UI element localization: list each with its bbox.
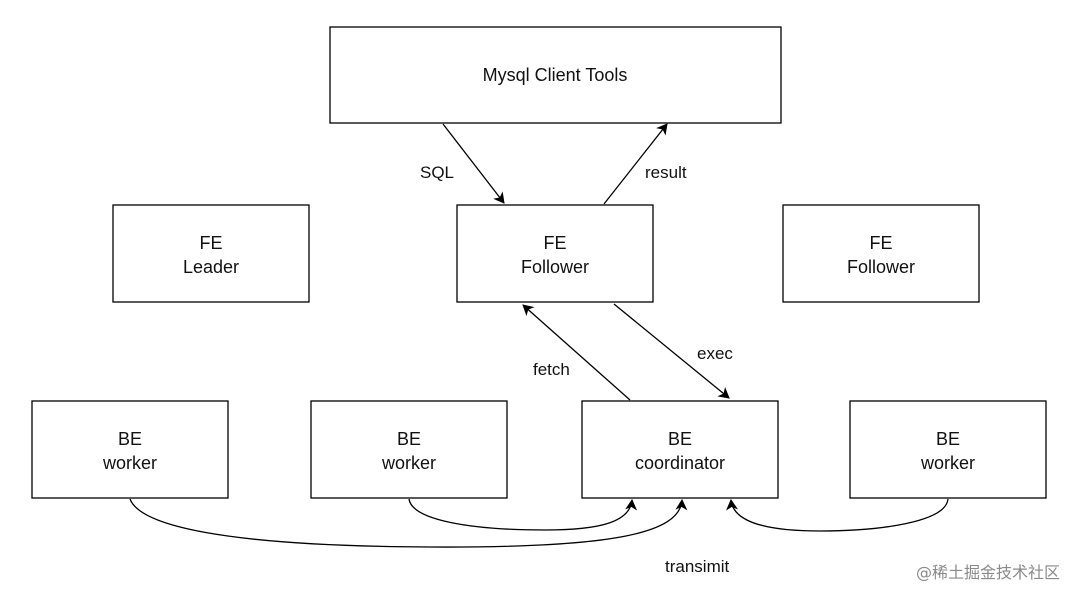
node-fe-follower-main: FE Follower: [456, 204, 654, 303]
edge-sql: SQL: [420, 123, 505, 204]
node-label-line2: worker: [920, 453, 975, 473]
node-label: Mysql Client Tools: [483, 65, 628, 85]
edge-fetch: fetch: [522, 304, 631, 401]
node-label-line1: FE: [543, 233, 566, 253]
node-label-line2: Follower: [521, 257, 589, 277]
edge-fetch-label: fetch: [533, 360, 570, 379]
edge-sql-label: SQL: [420, 163, 454, 182]
edge-exec-label: exec: [697, 344, 733, 363]
edge-transmit-worker-1: [129, 498, 688, 548]
transmit-label: transimit: [665, 557, 730, 576]
node-fe-follower-right: FE Follower: [782, 204, 980, 303]
edge-fetch-line: [522, 304, 631, 401]
edge-result-line: [603, 123, 668, 205]
node-label-line2: worker: [102, 453, 157, 473]
edge-exec-line: [613, 303, 730, 399]
node-label-line2: coordinator: [635, 453, 725, 473]
node-label-line2: Leader: [183, 257, 239, 277]
node-label-line1: BE: [397, 429, 421, 449]
node-label-line1: FE: [869, 233, 892, 253]
watermark: @稀土掘金技术社区: [916, 563, 1060, 582]
node-be-worker-2: BE worker: [310, 400, 508, 499]
node-fe-leader: FE Leader: [112, 204, 310, 303]
edge-result-label: result: [645, 163, 687, 182]
node-mysql-client-tools: Mysql Client Tools: [329, 26, 782, 124]
node-be-worker-3: BE worker: [849, 400, 1047, 499]
node-label-line2: Follower: [847, 257, 915, 277]
edge-exec: exec: [613, 303, 733, 399]
edge-sql-line: [442, 123, 505, 204]
node-label-line1: FE: [199, 233, 222, 253]
edge-transmit-worker-3: [726, 498, 949, 532]
node-label-line2: worker: [381, 453, 436, 473]
node-label-line1: BE: [668, 429, 692, 449]
node-label-line1: BE: [936, 429, 960, 449]
node-label-line1: BE: [118, 429, 142, 449]
node-be-worker-1: BE worker: [31, 400, 229, 499]
node-be-coordinator: BE coordinator: [581, 400, 779, 499]
edge-transmit-worker-2: [408, 498, 638, 531]
edge-result: result: [603, 123, 687, 205]
